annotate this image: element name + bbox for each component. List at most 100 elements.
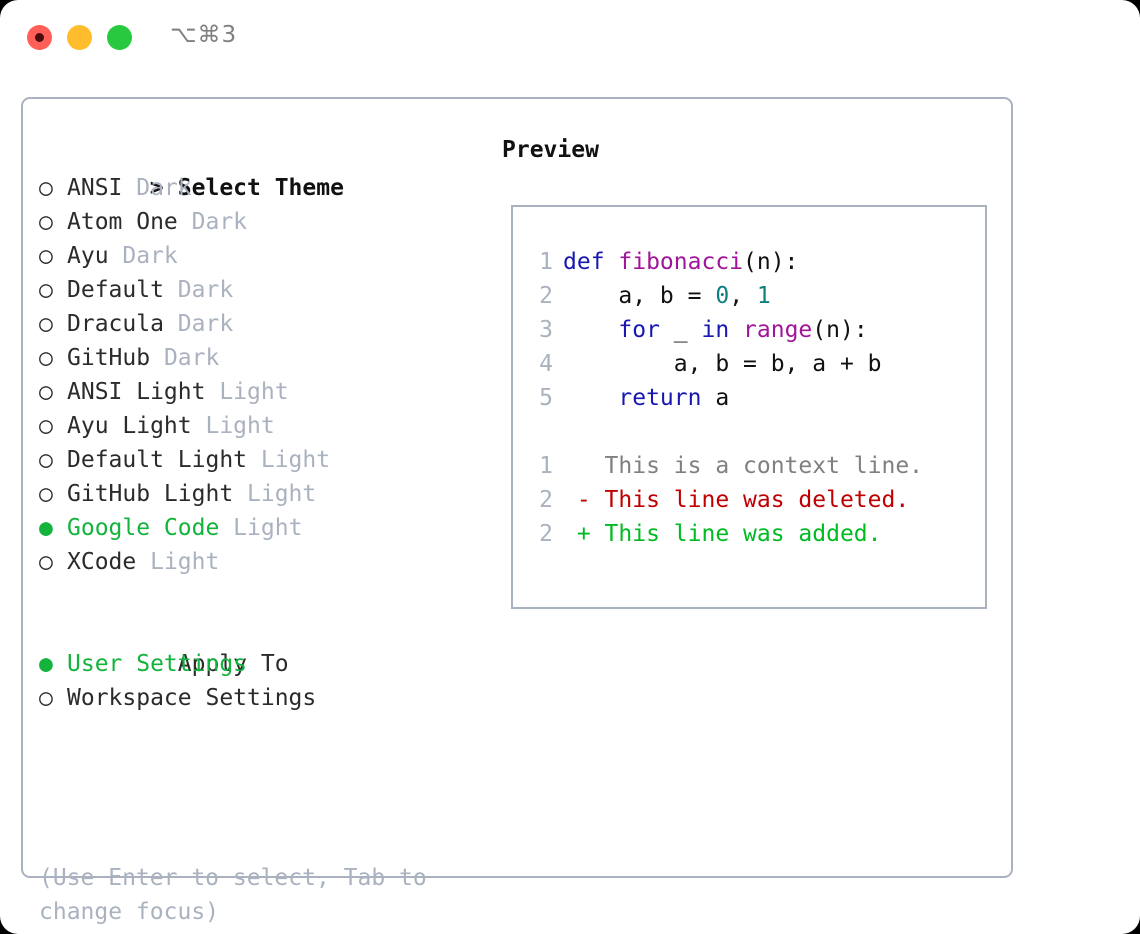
radio-unselected-icon: ○ (39, 209, 53, 235)
code-token: def (563, 249, 619, 275)
radio-unselected-icon: ○ (39, 311, 53, 337)
line-number: 2 (539, 487, 553, 513)
theme-option-label: Ayu Light (67, 413, 192, 439)
radio-unselected-icon: ○ (39, 277, 53, 303)
theme-picker-panel: > Select Theme ○ ANSI Dark ○ Atom One Dark ○ A… (21, 97, 1013, 925)
theme-option-xcode[interactable]: ○ XCode Light (39, 545, 489, 579)
line-number: 1 (539, 453, 553, 479)
code-token: - This line was deleted. (563, 487, 910, 513)
theme-option-variant: Light (247, 447, 331, 473)
code-token: (n): (743, 249, 799, 275)
theme-option-variant: Dark (163, 311, 234, 337)
apply-to-options: ● User Settings ○ Workspace Settings (39, 647, 489, 715)
code-token: 1 (756, 283, 771, 309)
radio-unselected-icon: ○ (39, 481, 53, 507)
apply-to-header: Apply To (39, 613, 489, 677)
theme-option-label: Atom One (67, 209, 178, 235)
line-number: 3 (539, 317, 553, 343)
minimize-window-button[interactable] (67, 25, 92, 50)
apply-to-option-workspace-settings[interactable]: ○ Workspace Settings (39, 681, 489, 715)
theme-option-variant: Dark (163, 277, 234, 303)
code-token: range (743, 317, 813, 343)
theme-option-label: GitHub Light (67, 481, 234, 507)
theme-option-label: Default Light (67, 447, 248, 473)
radio-selected-icon: ● (39, 515, 53, 541)
code-token: This is a context line. (563, 453, 924, 479)
radio-unselected-icon: ○ (39, 345, 53, 371)
list-spacer (39, 579, 489, 613)
code-line: 1 This is a context line. (525, 449, 977, 483)
code-token: in (701, 317, 730, 343)
prompt-caret-icon: > (149, 175, 164, 201)
apply-to-header-label: Apply To (177, 651, 289, 677)
theme-option-atom-one[interactable]: ○Atom One Dark (39, 205, 489, 239)
apply-to-option-label: Workspace Settings (67, 685, 317, 711)
code-line: 4 a, b = b, a + b (525, 347, 977, 381)
code-token: _ (659, 317, 702, 343)
theme-option-ayu[interactable]: ○ Ayu Dark (39, 239, 489, 273)
apply-to-option-user-settings[interactable]: ● User Settings (39, 647, 489, 681)
code-line: 3 for _ in range(n): (525, 313, 977, 347)
apply-to-option-label: User Settings (67, 651, 248, 677)
code-token (729, 317, 743, 343)
line-number: 4 (539, 351, 553, 377)
code-line: 5 return a (525, 381, 977, 415)
theme-option-label: Ayu (67, 243, 109, 269)
keyboard-shortcut-label: ⌥⌘3 (170, 22, 238, 48)
theme-option-dracula[interactable]: ○Dracula Dark (39, 307, 489, 341)
code-token: + This line was added. (563, 521, 882, 547)
code-token: for (618, 317, 660, 343)
radio-unselected-icon: ○ (39, 413, 53, 439)
keyboard-hint: (Use Enter to select, Tab to change focu… (39, 865, 441, 925)
code-token: , (729, 283, 757, 309)
code-token (563, 419, 577, 445)
radio-unselected-icon: ○ (39, 175, 53, 201)
theme-list-header: > Select Theme (39, 137, 489, 201)
radio-unselected-icon: ○ (39, 243, 53, 269)
theme-option-label: ANSI Light (67, 379, 206, 405)
theme-option-variant: Light (191, 413, 275, 439)
radio-unselected-icon: ○ (39, 379, 53, 405)
line-number: 1 (539, 249, 553, 275)
theme-option-variant: Dark (108, 243, 178, 269)
code-token: (n): (812, 317, 868, 343)
theme-option-variant: Light (136, 549, 220, 575)
theme-option-google-code[interactable]: ●Google Code Light (39, 511, 489, 545)
theme-option-ansi-light[interactable]: ○ANSI Light Light (39, 375, 489, 409)
radio-unselected-icon: ○ (39, 549, 53, 575)
code-line: 1 def fibonacci(n): (525, 245, 977, 279)
theme-option-github-light[interactable]: ○ GitHub Light Light (39, 477, 489, 511)
theme-option-variant: Dark (122, 175, 192, 201)
theme-option-label: Default (67, 277, 164, 303)
theme-options: ○ANSI Dark○Atom One Dark○Ayu Dark○Defaul… (39, 171, 489, 579)
theme-list-header-label: Select Theme (177, 175, 344, 201)
code-line: 2 + This line was added. (525, 517, 977, 551)
title-bar: ⌥⌘3 (0, 0, 1140, 78)
radio-selected-icon: ● (39, 651, 53, 677)
theme-option-label: GitHub (67, 345, 151, 371)
code-token: a, b = (563, 283, 716, 309)
code-token: fibonacci (618, 249, 744, 275)
theme-option-ayu-light[interactable]: ○ Ayu Light Light (39, 409, 489, 443)
theme-list: > Select Theme ○ ANSI Dark ○ Atom One Dark ○ A… (39, 137, 489, 715)
code-line: 2 a, b = 0, 1 (525, 279, 977, 313)
theme-option-default-light[interactable]: ○Default Light Light (39, 443, 489, 477)
theme-option-default[interactable]: ○ Default Dark (39, 273, 489, 307)
theme-option-github[interactable]: ○GitHub Dark (39, 341, 489, 375)
preview-title: Preview (502, 137, 599, 163)
radio-unselected-icon: ○ (39, 685, 53, 711)
theme-option-variant: Light (233, 481, 317, 507)
theme-option-label: ANSI (67, 175, 123, 201)
theme-option-label: XCode (67, 549, 137, 575)
code-line (525, 415, 977, 449)
maximize-window-button[interactable] (107, 25, 132, 50)
line-number: 5 (539, 385, 553, 411)
close-window-button[interactable] (27, 25, 52, 50)
code-token: 0 (715, 283, 730, 309)
code-token (563, 317, 618, 343)
code-token (563, 385, 618, 411)
theme-option-ansi[interactable]: ○ ANSI Dark (39, 171, 489, 205)
